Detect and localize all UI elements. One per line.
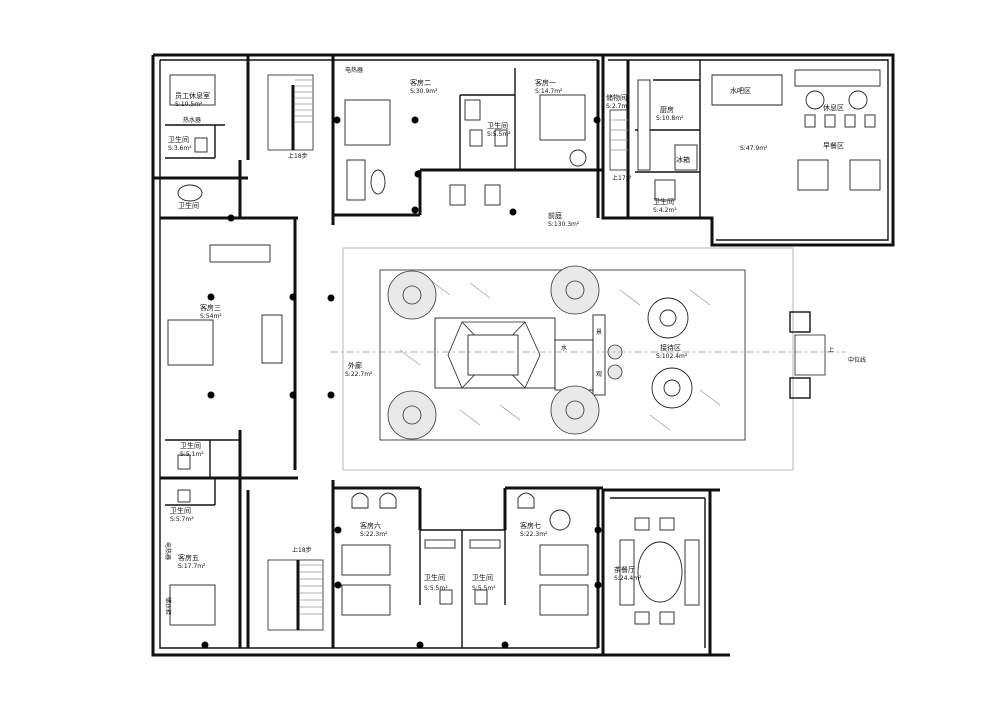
area-guest1: S:14.7m² [535, 88, 563, 95]
area-atrium: S:130.3m² [548, 221, 580, 228]
label-bar: 水吧区 [730, 86, 751, 95]
note-equip-b: 电热器 [164, 542, 172, 560]
label-guest5: 客房五 [178, 553, 199, 562]
area-bath-7: S:5.5m² [472, 585, 496, 592]
courtyard [330, 247, 845, 471]
note-cabinet: 储衣柜 [164, 597, 172, 615]
label-atrium: 前庭 [548, 211, 562, 220]
south-wing-walls [333, 486, 706, 648]
area-guest2: S:30.9m² [410, 88, 438, 95]
note-heater: 热水器 [183, 116, 201, 124]
label-kitchen: 厨房 [660, 105, 674, 114]
label-bath-5: 卫生间 [170, 506, 191, 515]
room-labels: 客房二 S:30.9m² 客房一 S:14.7m² 卫生间 S:5.5m² 电热… [164, 66, 866, 615]
label-laundry: 储物间 [606, 93, 627, 102]
label-guest1: 客房一 [535, 78, 556, 87]
area-kitchen: S:10.8m² [656, 115, 684, 122]
area-tea: S:24.4m² [614, 575, 642, 582]
label-staff: 员工休息室 [175, 91, 210, 100]
note-stairs-up: 上18步 [288, 152, 308, 160]
label-lounge: 休息区 [823, 103, 844, 112]
stairs-north [267, 74, 314, 151]
label-bath-s2: 卫生间 [178, 201, 199, 210]
label-fridge: 冰箱 [676, 155, 690, 164]
area-dining: S:47.9m² [740, 145, 768, 152]
area-guest7: S:22.3m² [520, 531, 548, 538]
furniture [167, 69, 881, 626]
area-bath-6: S:5.5m² [424, 585, 448, 592]
label-bath-k: 卫生间 [653, 197, 674, 206]
entry-gate [789, 311, 826, 399]
columns [201, 116, 602, 649]
stairs-kitchen [609, 109, 629, 171]
area-bath-s: S:3.6m² [168, 145, 192, 152]
label-dining: 早餐区 [823, 141, 844, 150]
area-staff: S:10.5m² [175, 101, 203, 108]
note-xian: 景 [596, 329, 602, 336]
area-guest6: S:22.3m² [360, 531, 388, 538]
area-reception: S:102.4m² [656, 353, 688, 360]
area-bath-3: S:5.1m² [180, 451, 204, 458]
label-bath-7: 卫生间 [472, 573, 493, 582]
west-wing-walls [153, 124, 335, 648]
label-guest3: 客房三 [200, 303, 221, 312]
note-up: 上 [828, 346, 834, 354]
note-stairs-b: 上18步 [292, 546, 312, 554]
label-bath-3: 卫生间 [180, 441, 201, 450]
note-water: 水 [561, 344, 567, 352]
label-corridor: 外廊 [348, 361, 362, 370]
area-bath-a: S:5.5m² [487, 131, 511, 138]
label-guest6: 客房六 [360, 521, 381, 530]
label-bath-6: 卫生间 [424, 573, 445, 582]
outer-walls [151, 53, 895, 657]
note-stairs-k: 上17步 [612, 174, 632, 182]
area-bath-k: S:4.2m² [653, 207, 677, 214]
area-laundry: S:2.7m² [606, 103, 630, 110]
area-guest3: S:54m² [200, 313, 222, 320]
stairs-south [267, 559, 324, 631]
label-bath-s: 卫生间 [168, 135, 189, 144]
note-kong: 观 [596, 371, 602, 378]
note-equip: 电热器 [345, 66, 363, 74]
area-corridor: S:22.7m² [345, 371, 373, 378]
label-guest2: 客房二 [410, 78, 431, 87]
label-reception: 接待区 [660, 343, 681, 352]
note-axis: 中位线 [848, 356, 866, 364]
area-bath-5: S:5.7m² [170, 516, 194, 523]
label-tea: 茶餐厅 [614, 565, 635, 574]
label-guest7: 客房七 [520, 521, 541, 530]
area-guest5: S:17.7m² [178, 563, 206, 570]
label-bath-a: 卫生间 [487, 121, 508, 130]
